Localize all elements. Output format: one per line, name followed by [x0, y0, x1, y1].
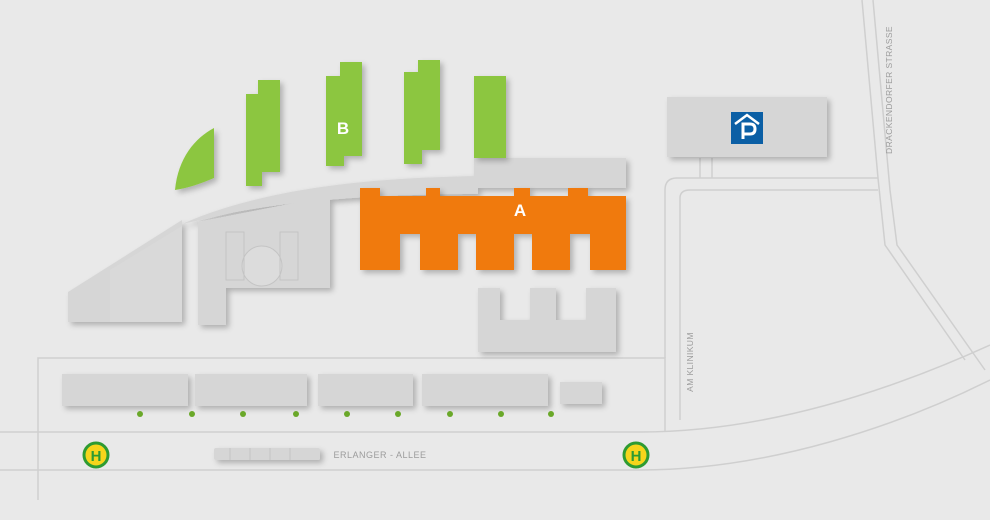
building-a	[360, 188, 626, 270]
bus-stop-label: H	[91, 448, 102, 465]
erlanger-allee-road-north	[0, 344, 990, 433]
row-building-5	[560, 382, 602, 404]
tree	[498, 411, 504, 417]
tram-shelter	[214, 448, 320, 460]
am-klinikum-east	[679, 189, 878, 420]
row-building-2	[195, 374, 307, 406]
drackendorfer-east	[872, 0, 986, 371]
building-north-of-a	[474, 158, 626, 188]
bus-stop-2: H	[622, 441, 650, 469]
building-b-label: B	[337, 119, 349, 138]
building-b-wing-4	[474, 76, 506, 158]
central-complex	[198, 196, 330, 288]
tree	[447, 411, 453, 417]
curved-walkway	[182, 176, 478, 224]
building-b	[175, 60, 506, 190]
bus-stop-icon	[622, 441, 650, 469]
bus-stop-icon	[82, 441, 110, 469]
building-west-2	[110, 226, 182, 322]
parking-access	[699, 158, 713, 178]
tree	[240, 411, 246, 417]
drackendorfer-west	[861, 0, 966, 361]
grey-buildings	[62, 97, 827, 460]
row-building-4	[422, 374, 548, 406]
tree	[189, 411, 195, 417]
service-road	[37, 357, 666, 500]
row-building-1	[62, 374, 188, 406]
tree-row	[137, 411, 554, 417]
tree	[548, 411, 554, 417]
bus-stop-label: H	[631, 448, 642, 465]
building-b-wing-curved	[175, 128, 214, 190]
building-b-wing-2	[326, 62, 362, 166]
tree	[395, 411, 401, 417]
tree	[137, 411, 143, 417]
road-network	[0, 0, 990, 500]
building-b-wing-3	[404, 60, 440, 164]
tree	[344, 411, 350, 417]
street-label-erlanger-allee: ERLANGER - ALLEE	[333, 450, 426, 460]
erlanger-allee-road-south	[0, 379, 990, 471]
street-label-am-klinikum: AM KLINIKUM	[685, 332, 695, 392]
central-complex-details	[225, 231, 299, 460]
parking-garage-icon	[731, 112, 763, 144]
building-a-label: A	[514, 201, 526, 220]
building-b-wing-1	[246, 80, 280, 186]
street-label-drackendorfer: DRACKENDORFER STRASSE	[884, 26, 894, 154]
bus-stop-1: H	[82, 441, 110, 469]
building-south-block	[478, 288, 616, 352]
central-annex	[198, 285, 226, 325]
tree	[293, 411, 299, 417]
row-building-3	[318, 374, 413, 406]
am-klinikum-west	[664, 177, 878, 358]
